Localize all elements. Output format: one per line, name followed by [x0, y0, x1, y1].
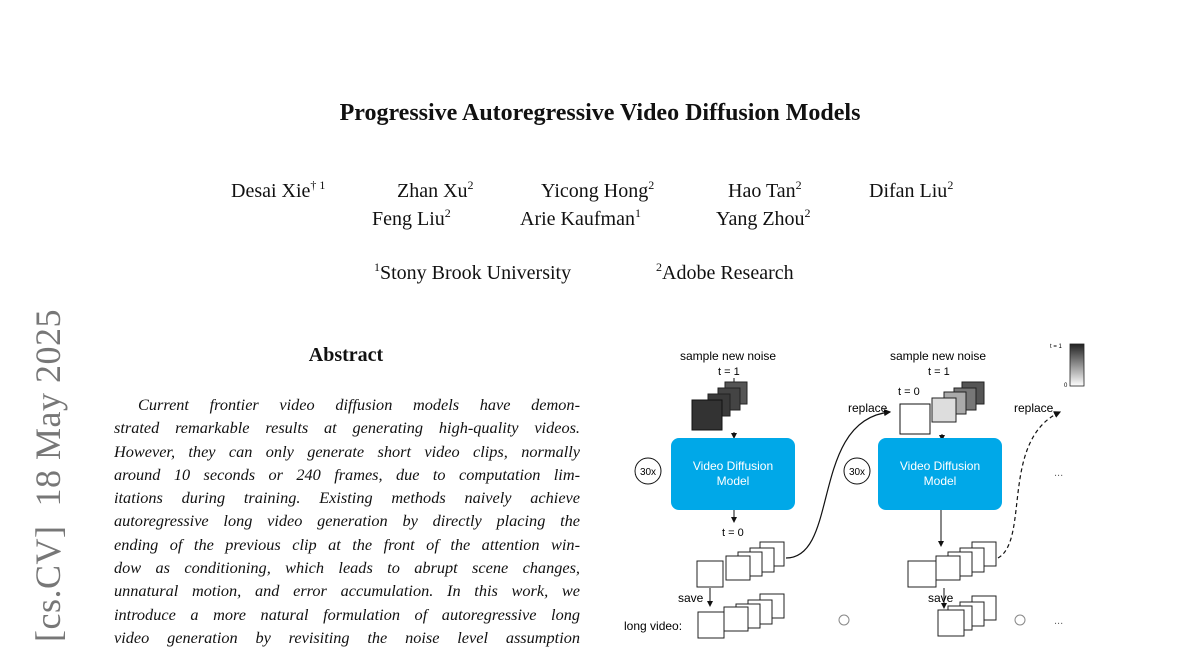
right-model-label-1: Video Diffusion	[900, 459, 980, 473]
abstract-body: Current frontier video diffusion models …	[114, 393, 580, 649]
left-loop-label: 30x	[640, 467, 656, 478]
abstract-line: unnatural motion, and error accumulation…	[114, 581, 580, 601]
colorbar-top-label: t = 1	[1050, 344, 1063, 350]
author-6: Feng Liu2	[372, 206, 451, 230]
arxiv-category: [cs.CV]	[28, 525, 68, 642]
left-long-video-frames	[697, 593, 785, 639]
replace-connector-arrow	[785, 409, 892, 559]
abstract-line: video generation by revisiting the noise…	[114, 627, 580, 647]
abstract-line: dow as conditioning, which leads to abru…	[114, 558, 580, 578]
abstract-line: autoregressive long video generation by …	[114, 511, 580, 531]
paper-title: Progressive Autoregressive Video Diffusi…	[339, 100, 861, 126]
abstract-line: itations during training. Existing metho…	[114, 488, 580, 508]
author-2: Zhan Xu2	[397, 178, 474, 202]
right-clean-frames	[907, 541, 997, 588]
left-loop-icon	[634, 457, 662, 485]
right-plus-icon	[1014, 614, 1026, 626]
abstract-line: strated remarkable results at generating…	[114, 418, 580, 438]
long-video-label: long video:	[624, 619, 682, 633]
right-model-label-2: Model	[924, 474, 957, 488]
author-4: Hao Tan2	[728, 178, 802, 202]
abstract-line: ending of the previous clip at the front…	[114, 534, 580, 554]
right-loop-label: 30x	[849, 467, 865, 478]
colorbar-bottom-label: 0	[1064, 383, 1068, 389]
right-t1-label: t = 1	[928, 366, 950, 378]
author-7: Arie Kaufman1	[520, 206, 641, 230]
left-model-label-1: Video Diffusion	[693, 459, 773, 473]
method-figure: sample new noise t = 1 Video Diffusion M…	[624, 343, 1085, 639]
noise-colorbar	[1069, 343, 1085, 387]
right-bottom-ellipsis: ...	[1054, 615, 1063, 627]
author-3: Yicong Hong2	[541, 178, 655, 202]
right-loop-icon	[843, 457, 871, 485]
affiliation-1: 1Stony Brook University	[374, 260, 572, 284]
left-sample-noise-label: sample new noise	[680, 349, 776, 363]
right-long-video-frames	[937, 595, 997, 637]
left-t1-label: t = 1	[718, 366, 740, 378]
right-sample-noise-label: sample new noise	[890, 349, 986, 363]
right-save-label: save	[928, 591, 954, 605]
left-model-label-2: Model	[717, 474, 750, 488]
abstract-heading: Abstract	[308, 344, 384, 366]
abstract-line: introduce a more natural formulation of …	[114, 604, 580, 624]
right-t0-label: t = 0	[898, 386, 920, 398]
left-plus-icon	[838, 614, 850, 626]
right-replace-left-label: replace	[848, 401, 888, 415]
arxiv-side-stamp: [cs.CV] 18 May 2025	[27, 309, 69, 642]
author-5: Difan Liu2	[869, 178, 954, 202]
left-model-box	[671, 438, 795, 510]
affiliation-2: 2Adobe Research	[656, 260, 794, 284]
right-replace-right-label: replace	[1014, 401, 1054, 415]
author-1: Desai Xie† 1	[231, 178, 326, 202]
right-model-box	[878, 438, 1002, 510]
abstract-line: Current frontier video diffusion models …	[138, 395, 580, 414]
author-8: Yang Zhou2	[716, 206, 811, 230]
left-t0-label: t = 0	[722, 527, 744, 539]
right-middle-ellipsis: ...	[1054, 467, 1063, 479]
abstract-line: However, they can only generate short vi…	[114, 441, 580, 461]
right-noise-frames	[899, 381, 985, 435]
left-noise-frames	[691, 381, 748, 431]
replace-dashed-arrow	[997, 411, 1062, 559]
left-save-label: save	[678, 591, 704, 605]
arxiv-date: 18 May 2025	[28, 309, 68, 507]
left-clean-frames	[696, 541, 785, 588]
abstract-line: around 10 seconds or 240 frames, due to …	[114, 464, 580, 484]
